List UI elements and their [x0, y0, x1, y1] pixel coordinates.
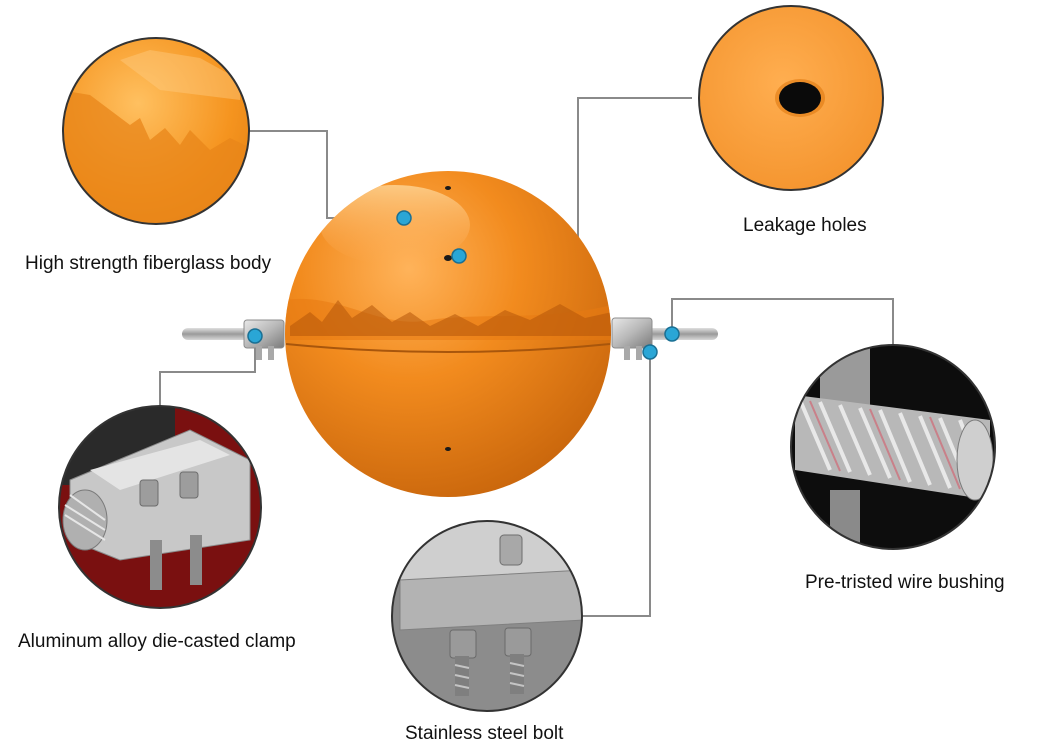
callout-marker-icon [451, 248, 467, 264]
callout-marker-icon [664, 326, 680, 342]
callout-markers [247, 210, 680, 360]
label-wire-bushing: Pre-tristed wire bushing [805, 572, 1005, 593]
wire-bushing-detail-icon [790, 344, 996, 550]
label-clamp: Aluminum alloy die-casted clamp [18, 631, 296, 652]
callout-marker-icon [247, 328, 263, 344]
fiberglass-detail-icon [62, 37, 250, 225]
leader-line-bolt [582, 352, 651, 617]
bolt-detail-icon [391, 520, 583, 712]
callout-marker-icon [642, 344, 658, 360]
sphere-product-icon [285, 171, 611, 497]
label-bolt: Stainless steel bolt [405, 723, 564, 744]
right-clamp [611, 317, 653, 360]
callout-marker-icon [396, 210, 412, 226]
label-fiberglass-body: High strength fiberglass body [25, 253, 272, 274]
leader-line-clamp [159, 336, 256, 406]
label-leakage-holes: Leakage holes [743, 215, 867, 236]
leakage-hole-detail-icon [698, 5, 884, 191]
clamp-detail-icon [58, 405, 262, 609]
leader-line-bushing [671, 298, 894, 345]
